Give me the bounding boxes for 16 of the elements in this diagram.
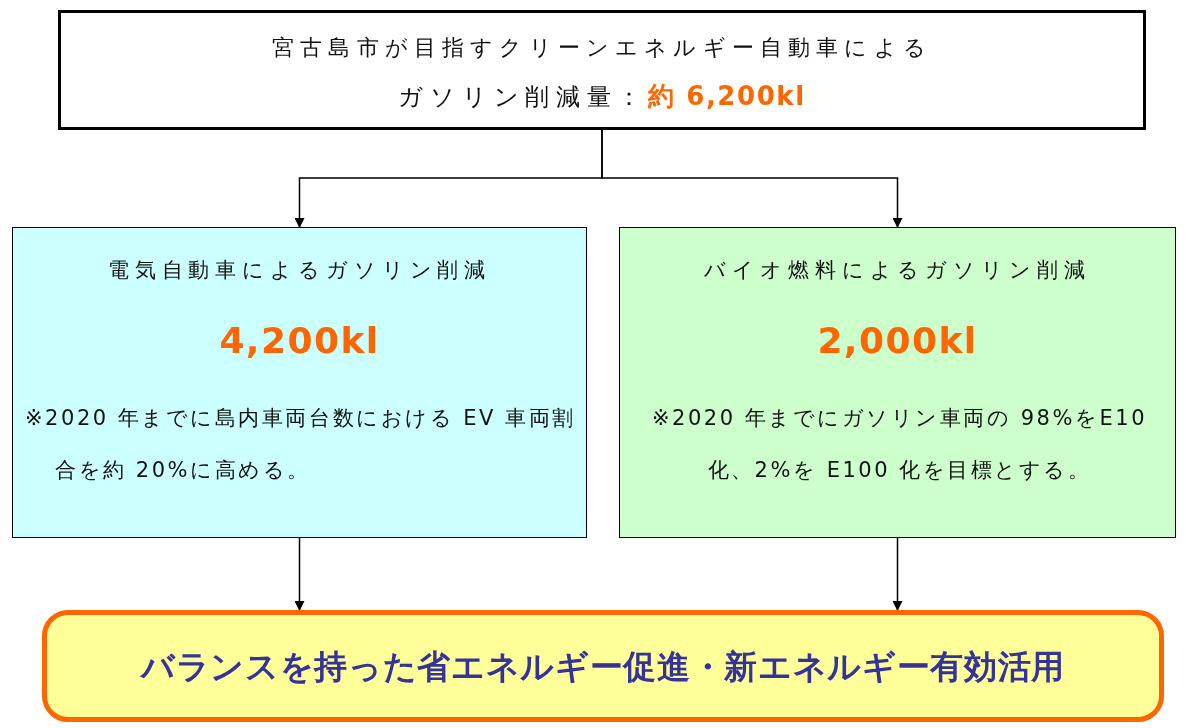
arrow (892, 537, 903, 611)
amount-text: 4,200kl (218, 320, 381, 361)
result-box (42, 610, 1164, 722)
heading-text: 宮古島市が目指すクリーンエネルギー自動車による (271, 34, 933, 62)
heading-text: バイオ燃料によるガソリン削減 (703, 257, 1092, 284)
heading-text: 電気自動車によるガソリン削減 (106, 257, 493, 284)
arrow (601, 129, 903, 228)
process-box (619, 227, 1176, 538)
note-text: ※2020 年までに島内車両台数における EV 車両割合を約 20%に高める。 (25, 405, 577, 484)
result-text: バランスを持った省エネルギー促進・新エネルギー有効活用 (139, 646, 1066, 688)
amount-text: 約 6,200kl (648, 81, 806, 111)
process-box (12, 227, 587, 538)
amount-text: 2,000kl (816, 320, 979, 361)
note-text: ※2020 年までにガソリン車両の 98%をE10 化、2%を E100 化を目標とする。 (650, 405, 1149, 484)
title-box (58, 10, 1146, 130)
arrow (294, 537, 305, 611)
